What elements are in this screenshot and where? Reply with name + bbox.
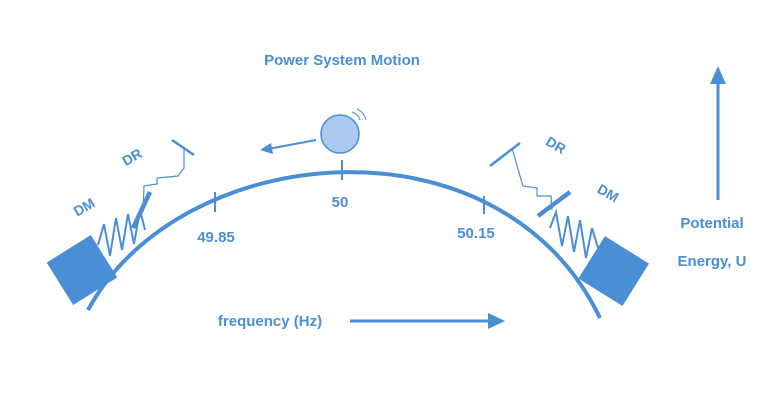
frequency-arrow-head-icon <box>488 313 505 329</box>
right-dm-block <box>578 236 649 307</box>
right-dr-plate <box>489 142 521 167</box>
left-dm-label: DM <box>71 195 98 220</box>
left-dr-plate <box>171 138 195 157</box>
left-dr-linkage <box>142 148 185 213</box>
left-dm-block <box>46 235 118 305</box>
diagram-title: Power System Motion <box>264 52 420 69</box>
ball-icon <box>320 114 360 154</box>
energy-label-line2: Energy, U <box>678 253 747 270</box>
ball-arrow-head-icon <box>260 143 273 154</box>
right-dm-spring <box>549 208 599 259</box>
right-dr-label: DR <box>543 133 569 157</box>
tick-label-low: 49.85 <box>197 229 235 246</box>
motion-mark-icon <box>351 111 361 121</box>
right-dm-label: DM <box>595 181 622 206</box>
motion-mark-icon <box>356 108 367 121</box>
left-dr-label: DR <box>119 145 145 169</box>
frequency-axis-label: frequency (Hz) <box>218 313 322 330</box>
potential-energy-arrow-head-icon <box>710 66 726 84</box>
left-dm-plate <box>130 191 153 229</box>
tick-label-high: 50.15 <box>457 225 495 242</box>
tick-label-mid: 50 <box>332 194 349 211</box>
energy-label-line1: Potential <box>680 215 743 232</box>
right-dr-linkage <box>511 147 553 211</box>
ball-direction-arrow <box>267 139 317 150</box>
right-dm-plate <box>536 190 572 218</box>
